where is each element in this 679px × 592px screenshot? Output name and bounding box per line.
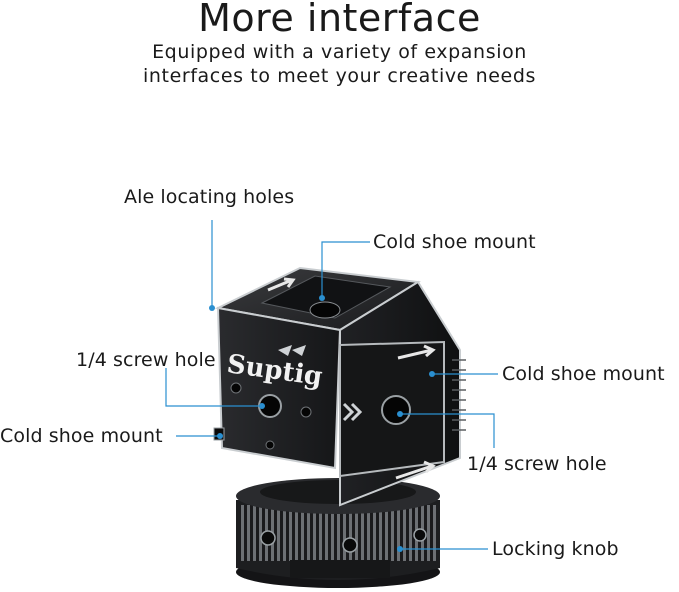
leader-dots xyxy=(209,295,435,552)
cube-front-face: Suptig xyxy=(213,306,342,470)
locking-knob xyxy=(236,478,440,588)
leader-lines xyxy=(165,220,498,550)
callout-ale-locating-holes: Ale locating holes xyxy=(124,186,295,208)
page-title: More interface xyxy=(198,0,481,40)
callout-cold-shoe-right: Cold shoe mount xyxy=(502,363,665,385)
callout-locking-knob: Locking knob xyxy=(492,538,619,560)
subtitle-line-2: interfaces to meet your creative needs xyxy=(143,65,536,87)
subtitle-line-1: Equipped with a variety of expansion xyxy=(152,41,527,63)
callout-screw-hole-right: 1/4 screw hole xyxy=(467,453,607,475)
callout-cold-shoe-top: Cold shoe mount xyxy=(373,231,536,253)
callout-screw-hole-left: 1/4 screw hole xyxy=(76,349,216,371)
callout-cold-shoe-left: Cold shoe mount xyxy=(0,425,163,447)
cube-right-face xyxy=(339,280,466,507)
